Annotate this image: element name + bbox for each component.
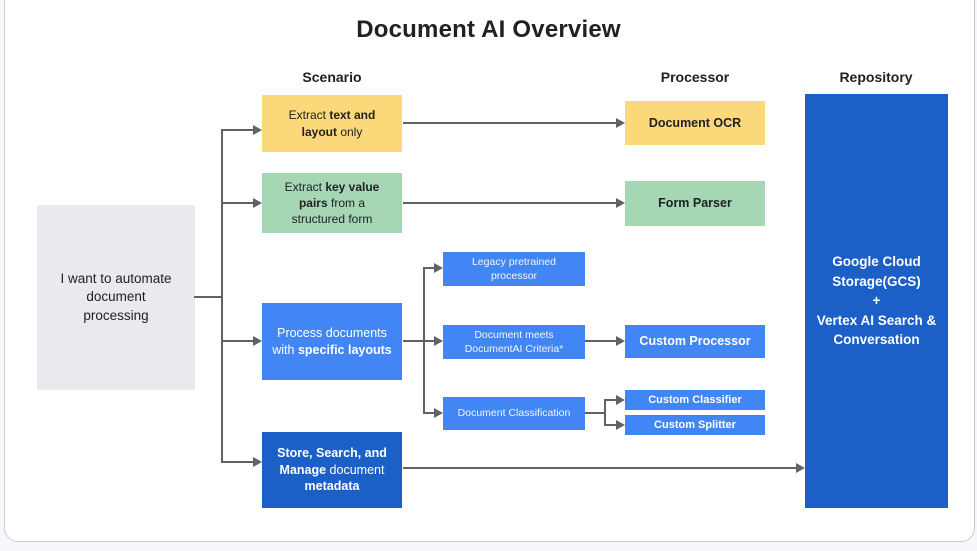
connector-branch-extract-kv-line	[221, 202, 253, 204]
arrowhead-repository	[796, 463, 805, 473]
node-extract-text-layout: Extract text and layout only	[262, 95, 402, 152]
connector-branch-doc-meets-line	[423, 340, 435, 342]
connector-branch-extract-text-line	[221, 129, 253, 131]
connector-branch-process-docs-line	[221, 340, 253, 342]
node-document-meets-criteria: Document meets DocumentAI Criteria*	[443, 325, 585, 359]
column-header-repository: Repository	[839, 69, 913, 85]
connector-extract-kv-to-form-parser-line	[403, 202, 617, 204]
connector-branch-legacy-line	[423, 267, 435, 269]
arrowhead-form-parser	[616, 198, 625, 208]
arrowhead-custom-splitter	[616, 420, 625, 430]
column-header-processor: Processor	[660, 69, 730, 85]
connector-intent-feed-line	[194, 296, 223, 298]
node-form-parser: Form Parser	[625, 181, 765, 226]
connector-scenario-trunk-line	[221, 129, 223, 463]
arrowhead-legacy	[434, 263, 443, 273]
node-document-classification: Document Classification	[443, 397, 585, 430]
arrowhead-extract-text	[253, 125, 262, 135]
arrowhead-custom-classifier	[616, 395, 625, 405]
connector-branch-custom-classifier-line	[604, 399, 617, 401]
arrowhead-doc-class	[434, 408, 443, 418]
node-custom-classifier: Custom Classifier	[625, 390, 765, 410]
connector-branch-store-search-line	[221, 461, 253, 463]
column-header-scenario: Scenario	[302, 69, 362, 85]
connector-extract-text-to-ocr-line	[403, 122, 617, 124]
node-legacy-pretrained-processor: Legacy pretrained processor	[443, 252, 585, 286]
connector-doc-meets-to-custom-processor-line	[585, 340, 617, 342]
connector-doc-class-feed-line	[585, 412, 606, 414]
node-process-documents: Process documents with specific layouts	[262, 303, 402, 380]
node-intent: I want to automate document processing	[37, 205, 195, 390]
connector-process-docs-feed-line	[403, 340, 425, 342]
page-title: Document AI Overview	[356, 16, 621, 43]
node-store-search-manage: Store, Search, and Manage document metad…	[262, 432, 402, 508]
connector-branch-doc-class-line	[423, 412, 435, 414]
node-repository-gcs-vertex: Google Cloud Storage(GCS) + Vertex AI Se…	[805, 94, 948, 508]
connector-store-to-repository-line	[403, 467, 797, 469]
arrowhead-custom-processor	[616, 336, 625, 346]
arrowhead-extract-kv	[253, 198, 262, 208]
arrowhead-doc-meets	[434, 336, 443, 346]
connector-fork-trunk-line	[604, 399, 606, 426]
node-custom-splitter: Custom Splitter	[625, 415, 765, 435]
node-custom-processor: Custom Processor	[625, 325, 765, 358]
arrowhead-store-search	[253, 457, 262, 467]
connector-branch-custom-splitter-line	[604, 424, 617, 426]
node-document-ocr: Document OCR	[625, 101, 765, 145]
arrowhead-document-ocr	[616, 118, 625, 128]
node-extract-key-value: Extract key value pairs from a structure…	[262, 173, 402, 233]
arrowhead-process-docs	[253, 336, 262, 346]
